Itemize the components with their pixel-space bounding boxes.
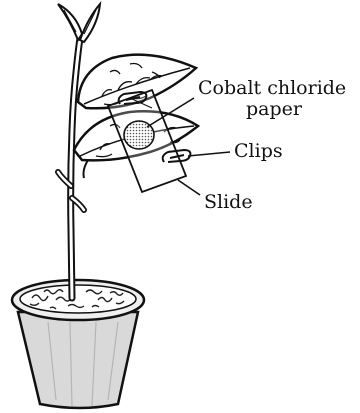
slide-leader-line	[178, 180, 200, 195]
label-slide: Slide	[204, 191, 253, 213]
label-clips: Clips	[234, 140, 283, 162]
label-cobalt-chloride-line1: Cobalt chloride	[198, 77, 346, 99]
clips-leader-line	[188, 152, 230, 156]
plant-stem	[58, 38, 84, 298]
flower-pot	[12, 280, 144, 408]
label-cobalt-chloride-line2: paper	[246, 98, 303, 120]
top-leaves	[58, 4, 100, 42]
